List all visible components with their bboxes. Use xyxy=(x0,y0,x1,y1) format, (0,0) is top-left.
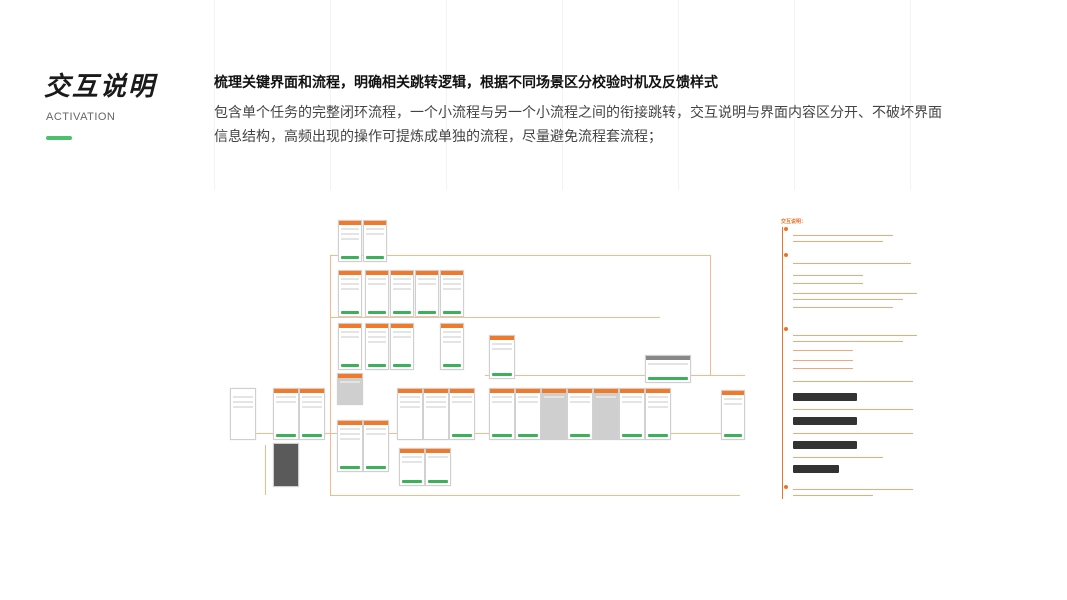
gridline xyxy=(794,0,795,190)
notes-line xyxy=(793,275,863,276)
toast-sample xyxy=(793,441,857,449)
notes-line xyxy=(793,495,873,496)
screen-thumbnail xyxy=(390,270,414,317)
notes-line xyxy=(793,283,863,284)
screen-thumbnail xyxy=(645,355,691,383)
screen-thumbnail xyxy=(230,388,256,440)
screen-thumbnail xyxy=(338,220,362,262)
gridline xyxy=(214,0,215,190)
screen-thumbnail xyxy=(363,220,387,262)
gridline xyxy=(330,0,331,190)
notes-section-marker xyxy=(784,227,791,231)
interaction-notes-panel: 交互说明： xyxy=(781,215,961,500)
screen-thumbnail xyxy=(299,388,325,440)
toast-sample xyxy=(793,393,857,401)
flow-connector xyxy=(330,495,740,496)
screen-thumbnail xyxy=(489,335,515,379)
screen-thumbnail xyxy=(338,323,362,370)
interaction-flow-diagram: 交互说明： xyxy=(225,215,1055,505)
screen-thumbnail xyxy=(440,270,464,317)
screen-thumbnail xyxy=(365,323,389,370)
screen-thumbnail xyxy=(415,270,439,317)
screen-thumbnail xyxy=(425,448,451,486)
screen-thumbnail xyxy=(440,323,464,370)
screen-thumbnail xyxy=(593,388,619,440)
flow-connector xyxy=(710,255,711,375)
notes-line xyxy=(793,307,893,308)
screen-thumbnail xyxy=(273,388,299,440)
screen-thumbnail xyxy=(399,448,425,486)
notes-section-marker xyxy=(784,327,791,331)
screen-thumbnail xyxy=(390,323,414,370)
screen-thumbnail xyxy=(363,420,389,472)
gridline xyxy=(562,0,563,190)
flow-connector xyxy=(330,255,331,495)
notes-line xyxy=(793,457,883,458)
notes-line xyxy=(793,341,903,342)
flow-connector xyxy=(485,375,745,376)
screen-thumbnail xyxy=(423,388,449,440)
screen-thumbnail xyxy=(338,270,362,317)
flow-connector xyxy=(265,445,266,495)
flow-connector xyxy=(330,255,710,256)
screen-thumbnail xyxy=(337,420,363,472)
notes-line xyxy=(793,381,913,382)
section-description: 包含单个任务的完整闭环流程，一个小流程与另一个小流程之间的衔接跳转，交互说明与界… xyxy=(214,101,954,149)
section-heading: 梳理关键界面和流程，明确相关跳转逻辑，根据不同场景区分校验时机及反馈样式 xyxy=(214,72,718,92)
screen-thumbnail xyxy=(515,388,541,440)
screen-thumbnail xyxy=(645,388,671,440)
notes-line xyxy=(793,433,913,434)
notes-line xyxy=(793,409,913,410)
screen-thumbnail xyxy=(541,388,567,440)
screen-thumbnail xyxy=(721,390,745,440)
screen-thumbnail xyxy=(397,388,423,440)
notes-line xyxy=(793,235,893,236)
notes-line xyxy=(793,335,917,336)
toast-sample xyxy=(793,417,857,425)
notes-rule xyxy=(782,227,783,499)
notes-line xyxy=(793,299,903,300)
screen-thumbnail xyxy=(619,388,645,440)
screen-thumbnail xyxy=(337,373,363,405)
page-subtitle: ACTIVATION xyxy=(46,111,115,123)
gridline xyxy=(910,0,911,190)
gridline xyxy=(678,0,679,190)
screen-thumbnail xyxy=(365,270,389,317)
notes-line xyxy=(793,241,883,242)
screen-thumbnail xyxy=(489,388,515,440)
notes-line xyxy=(793,350,853,351)
page-title: 交互说明 xyxy=(44,66,156,103)
notes-line xyxy=(793,293,917,294)
screen-thumbnail xyxy=(273,443,299,487)
toast-sample xyxy=(793,465,839,473)
screen-thumbnail xyxy=(449,388,475,440)
screen-thumbnail xyxy=(567,388,593,440)
gridline xyxy=(446,0,447,190)
notes-line xyxy=(793,489,913,490)
notes-title: 交互说明： xyxy=(781,218,806,225)
notes-line xyxy=(793,368,853,369)
notes-line xyxy=(793,263,911,264)
notes-section-marker xyxy=(784,253,791,257)
flow-connector xyxy=(330,317,660,318)
notes-section-marker xyxy=(784,485,791,489)
notes-line xyxy=(793,360,853,361)
title-accent-bar xyxy=(46,136,72,140)
